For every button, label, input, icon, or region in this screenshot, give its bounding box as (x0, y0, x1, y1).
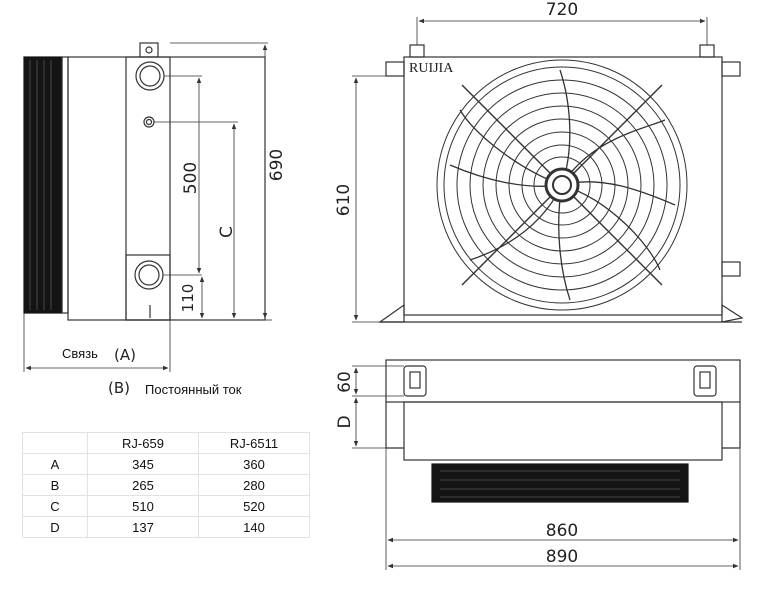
table-cell: 265 (87, 474, 199, 496)
fan-guard (436, 59, 688, 311)
label-b: (B) (108, 379, 130, 397)
table-cell: 360 (198, 453, 310, 475)
dim-720: 720 (546, 0, 578, 20)
dim-60: 60 (335, 371, 355, 393)
header-cell (22, 432, 88, 454)
tab-top-right (721, 61, 741, 77)
table-cell: 280 (198, 474, 310, 496)
header-cell: RJ-6511 (198, 432, 310, 454)
brand-label: RUIJIA (409, 61, 454, 76)
table-cell: 140 (198, 516, 310, 538)
fan-hub (544, 167, 580, 203)
dim-d: D (335, 415, 355, 428)
table-cell: 345 (87, 453, 199, 475)
table-row: C 510 520 (22, 495, 310, 517)
side-body (67, 56, 266, 321)
table-header-row: RJ-659 RJ-6511 (22, 432, 310, 454)
dim-500: 500 (181, 162, 201, 194)
table-cell: C (22, 495, 88, 517)
caption-dc: Постоянный ток (145, 382, 242, 397)
side-view (23, 42, 272, 372)
top-view (352, 359, 741, 570)
table-row: B 265 280 (22, 474, 310, 496)
motor-fins (29, 60, 52, 310)
dim-110: 110 (179, 284, 197, 313)
top-motor (431, 463, 689, 503)
top-core (403, 401, 723, 461)
drain-port (143, 116, 155, 128)
tab-top-left (385, 61, 405, 77)
dim-860: 860 (546, 521, 578, 541)
table-cell: A (22, 453, 88, 475)
table-cell: 137 (87, 516, 199, 538)
table-cell: 510 (87, 495, 199, 517)
table-row: D 137 140 (22, 516, 310, 538)
dim-890: 890 (546, 547, 578, 567)
header-cell: RJ-659 (87, 432, 199, 454)
table-cell: 520 (198, 495, 310, 517)
shroud-edge (61, 56, 69, 314)
spec-table: RJ-659 RJ-6511 A 345 360 B 265 280 C 510… (22, 432, 310, 538)
caption-connection: Связь (62, 346, 98, 361)
top-body (385, 359, 741, 403)
table-row: A 345 360 (22, 453, 310, 475)
table-cell: B (22, 474, 88, 496)
tab-bottom-right (721, 261, 741, 277)
front-frame (403, 56, 723, 316)
dim-c: C (217, 226, 237, 238)
label-a: (A) (114, 346, 136, 364)
dim-690: 690 (267, 149, 287, 181)
dim-610: 610 (334, 184, 354, 216)
top-bracket (139, 42, 159, 58)
header-tank (125, 56, 171, 321)
table-cell: D (22, 516, 88, 538)
front-view (352, 17, 744, 323)
